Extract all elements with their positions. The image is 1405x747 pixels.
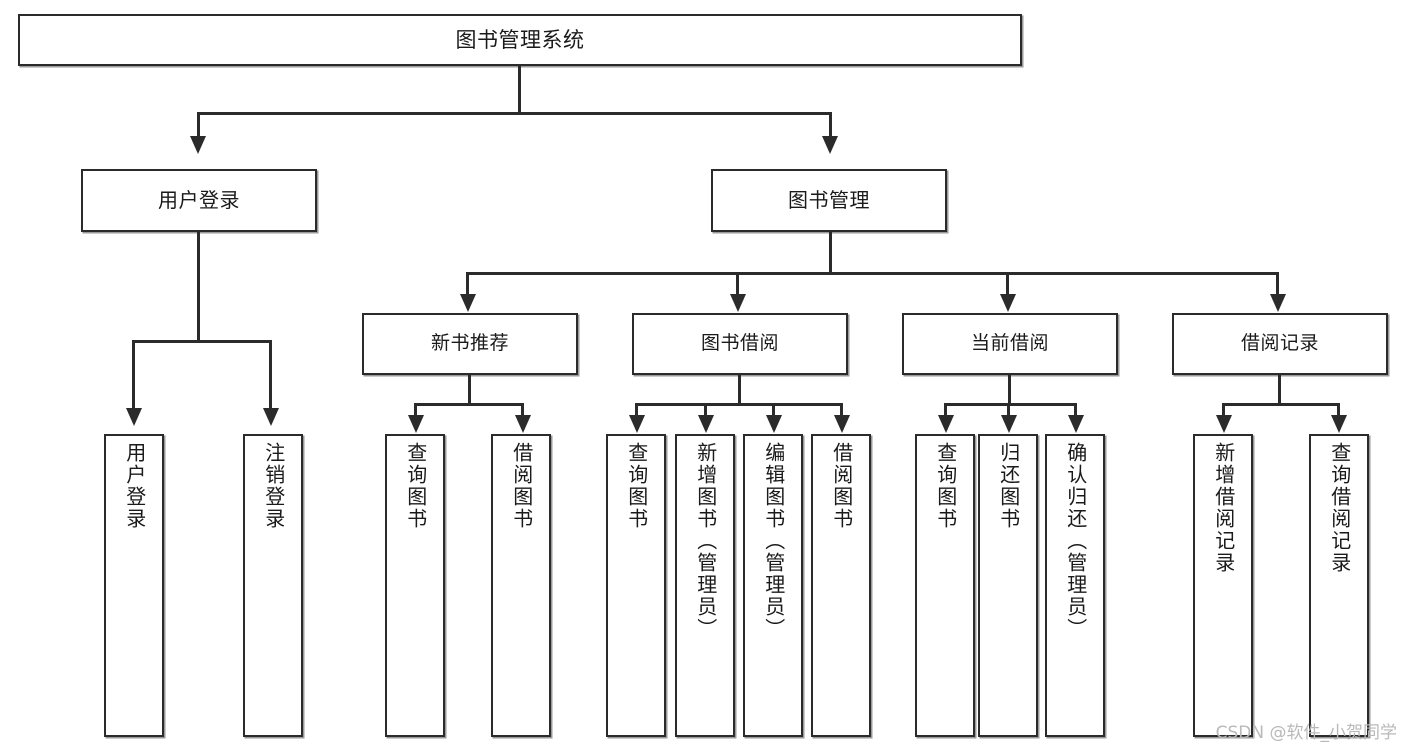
arrow-current-borrow-leaf-2 <box>1001 415 1017 433</box>
leaf-label: 查询图书 <box>403 442 428 530</box>
arrow-new-book-leaf-1 <box>408 415 424 433</box>
connector-user-login-bus <box>132 340 271 343</box>
connector-borrow-record-stem <box>1278 375 1281 403</box>
arrow-current-borrow-leaf-1 <box>938 415 954 433</box>
arrow-to-new-book <box>460 294 476 312</box>
leaf-label: 查询借阅记录 <box>1327 442 1352 574</box>
leaf-current-borrow-confirm[interactable]: 确认归还（管理员） <box>1045 434 1105 737</box>
node-new-book[interactable]: 新书推荐 <box>362 313 578 375</box>
arrow-book-borrow-leaf-3 <box>766 415 782 433</box>
leaf-label: 确认归还（管理员） <box>1063 442 1088 640</box>
connector-book-manage-bus <box>466 272 1278 275</box>
node-book-borrow-label: 图书借阅 <box>700 332 779 355</box>
leaf-label: 查询图书 <box>933 442 958 530</box>
connector-new-book-leaf-2 <box>521 403 524 417</box>
arrow-current-borrow-leaf-3 <box>1068 415 1084 433</box>
connector-current-borrow-stem <box>1008 375 1011 403</box>
arrow-to-current-borrow <box>1000 294 1016 312</box>
connector-book-borrow-bus <box>635 403 843 406</box>
leaf-label: 用户登录 <box>122 442 147 530</box>
leaf-book-borrow-add[interactable]: 新增图书（管理员） <box>675 434 735 737</box>
arrow-root-to-user-login <box>190 136 206 154</box>
arrow-borrow-record-leaf-1 <box>1216 415 1232 433</box>
leaf-label: 查询图书 <box>624 442 649 530</box>
leaf-user-login-login[interactable]: 用户登录 <box>104 434 164 737</box>
arrow-to-borrow-record <box>1270 294 1286 312</box>
connector-new-book-leaf-1 <box>414 403 417 417</box>
node-user-login-label: 用户登录 <box>158 188 240 212</box>
leaf-current-borrow-query[interactable]: 查询图书 <box>915 434 975 737</box>
leaf-borrow-record-query[interactable]: 查询借阅记录 <box>1309 434 1369 737</box>
arrow-book-borrow-leaf-1 <box>629 415 645 433</box>
arrow-book-borrow-leaf-2 <box>698 415 714 433</box>
connector-to-new-book <box>466 272 469 296</box>
leaf-new-book-borrow[interactable]: 借阅图书 <box>491 434 551 737</box>
node-book-manage[interactable]: 图书管理 <box>711 169 947 232</box>
leaf-user-login-logout[interactable]: 注销登录 <box>243 434 303 737</box>
connector-user-login-leaf-2 <box>269 340 272 410</box>
node-borrow-record-label: 借阅记录 <box>1240 332 1319 355</box>
arrow-borrow-record-leaf-2 <box>1331 415 1347 433</box>
connector-root-stem <box>518 66 521 112</box>
connector-current-borrow-leaf-3 <box>1074 403 1077 417</box>
arrow-user-login-leaf-2 <box>263 408 279 426</box>
leaf-book-borrow-borrow[interactable]: 借阅图书 <box>811 434 871 737</box>
connector-borrow-record-leaf-1 <box>1222 403 1225 417</box>
arrow-user-login-leaf-1 <box>126 408 142 426</box>
node-root[interactable]: 图书管理系统 <box>18 14 1022 66</box>
connector-borrow-record-bus <box>1222 403 1340 406</box>
leaf-label: 新增图书（管理员） <box>693 442 718 640</box>
connector-new-book-stem <box>468 375 471 403</box>
connector-book-borrow-stem <box>738 375 741 403</box>
node-new-book-label: 新书推荐 <box>430 332 509 355</box>
leaf-book-borrow-edit[interactable]: 编辑图书（管理员） <box>743 434 803 737</box>
leaf-current-borrow-return[interactable]: 归还图书 <box>978 434 1038 737</box>
node-user-login[interactable]: 用户登录 <box>81 169 317 232</box>
arrow-new-book-leaf-2 <box>515 415 531 433</box>
connector-to-book-borrow <box>736 272 739 296</box>
leaf-label: 编辑图书（管理员） <box>761 442 786 640</box>
connector-new-book-bus <box>414 403 524 406</box>
connector-book-borrow-leaf-2 <box>704 403 707 417</box>
leaf-borrow-record-add[interactable]: 新增借阅记录 <box>1193 434 1253 737</box>
connector-root-to-book-manage <box>829 112 832 138</box>
connector-to-current-borrow <box>1006 272 1009 296</box>
arrow-book-borrow-leaf-4 <box>834 415 850 433</box>
connector-book-borrow-leaf-4 <box>840 403 843 417</box>
connector-root-to-user-login <box>197 112 200 138</box>
connector-current-borrow-bus <box>944 403 1076 406</box>
connector-current-borrow-leaf-1 <box>944 403 947 417</box>
arrow-root-to-book-manage <box>822 136 838 154</box>
leaf-label: 注销登录 <box>261 442 286 530</box>
node-root-label: 图书管理系统 <box>455 27 585 52</box>
leaf-label: 借阅图书 <box>509 442 534 530</box>
leaf-new-book-query[interactable]: 查询图书 <box>385 434 445 737</box>
leaf-book-borrow-query[interactable]: 查询图书 <box>606 434 666 737</box>
node-book-borrow[interactable]: 图书借阅 <box>632 313 848 375</box>
node-current-borrow[interactable]: 当前借阅 <box>902 313 1118 375</box>
node-borrow-record[interactable]: 借阅记录 <box>1172 313 1388 375</box>
connector-to-borrow-record <box>1276 272 1279 296</box>
node-current-borrow-label: 当前借阅 <box>970 332 1049 355</box>
connector-borrow-record-leaf-2 <box>1337 403 1340 417</box>
connector-user-login-leaf-1 <box>132 340 135 410</box>
connector-book-manage-stem <box>829 232 832 272</box>
arrow-to-book-borrow <box>730 294 746 312</box>
connector-book-borrow-leaf-3 <box>772 403 775 417</box>
connector-root-bus <box>197 112 831 115</box>
leaf-label: 归还图书 <box>996 442 1021 530</box>
connector-book-borrow-leaf-1 <box>635 403 638 417</box>
connector-current-borrow-leaf-2 <box>1007 403 1010 417</box>
connector-user-login-stem <box>197 232 200 340</box>
leaf-label: 新增借阅记录 <box>1211 442 1236 574</box>
leaf-label: 借阅图书 <box>829 442 854 530</box>
node-book-manage-label: 图书管理 <box>788 188 870 212</box>
watermark: CSDN @软件_小贺同学 <box>1215 723 1397 743</box>
